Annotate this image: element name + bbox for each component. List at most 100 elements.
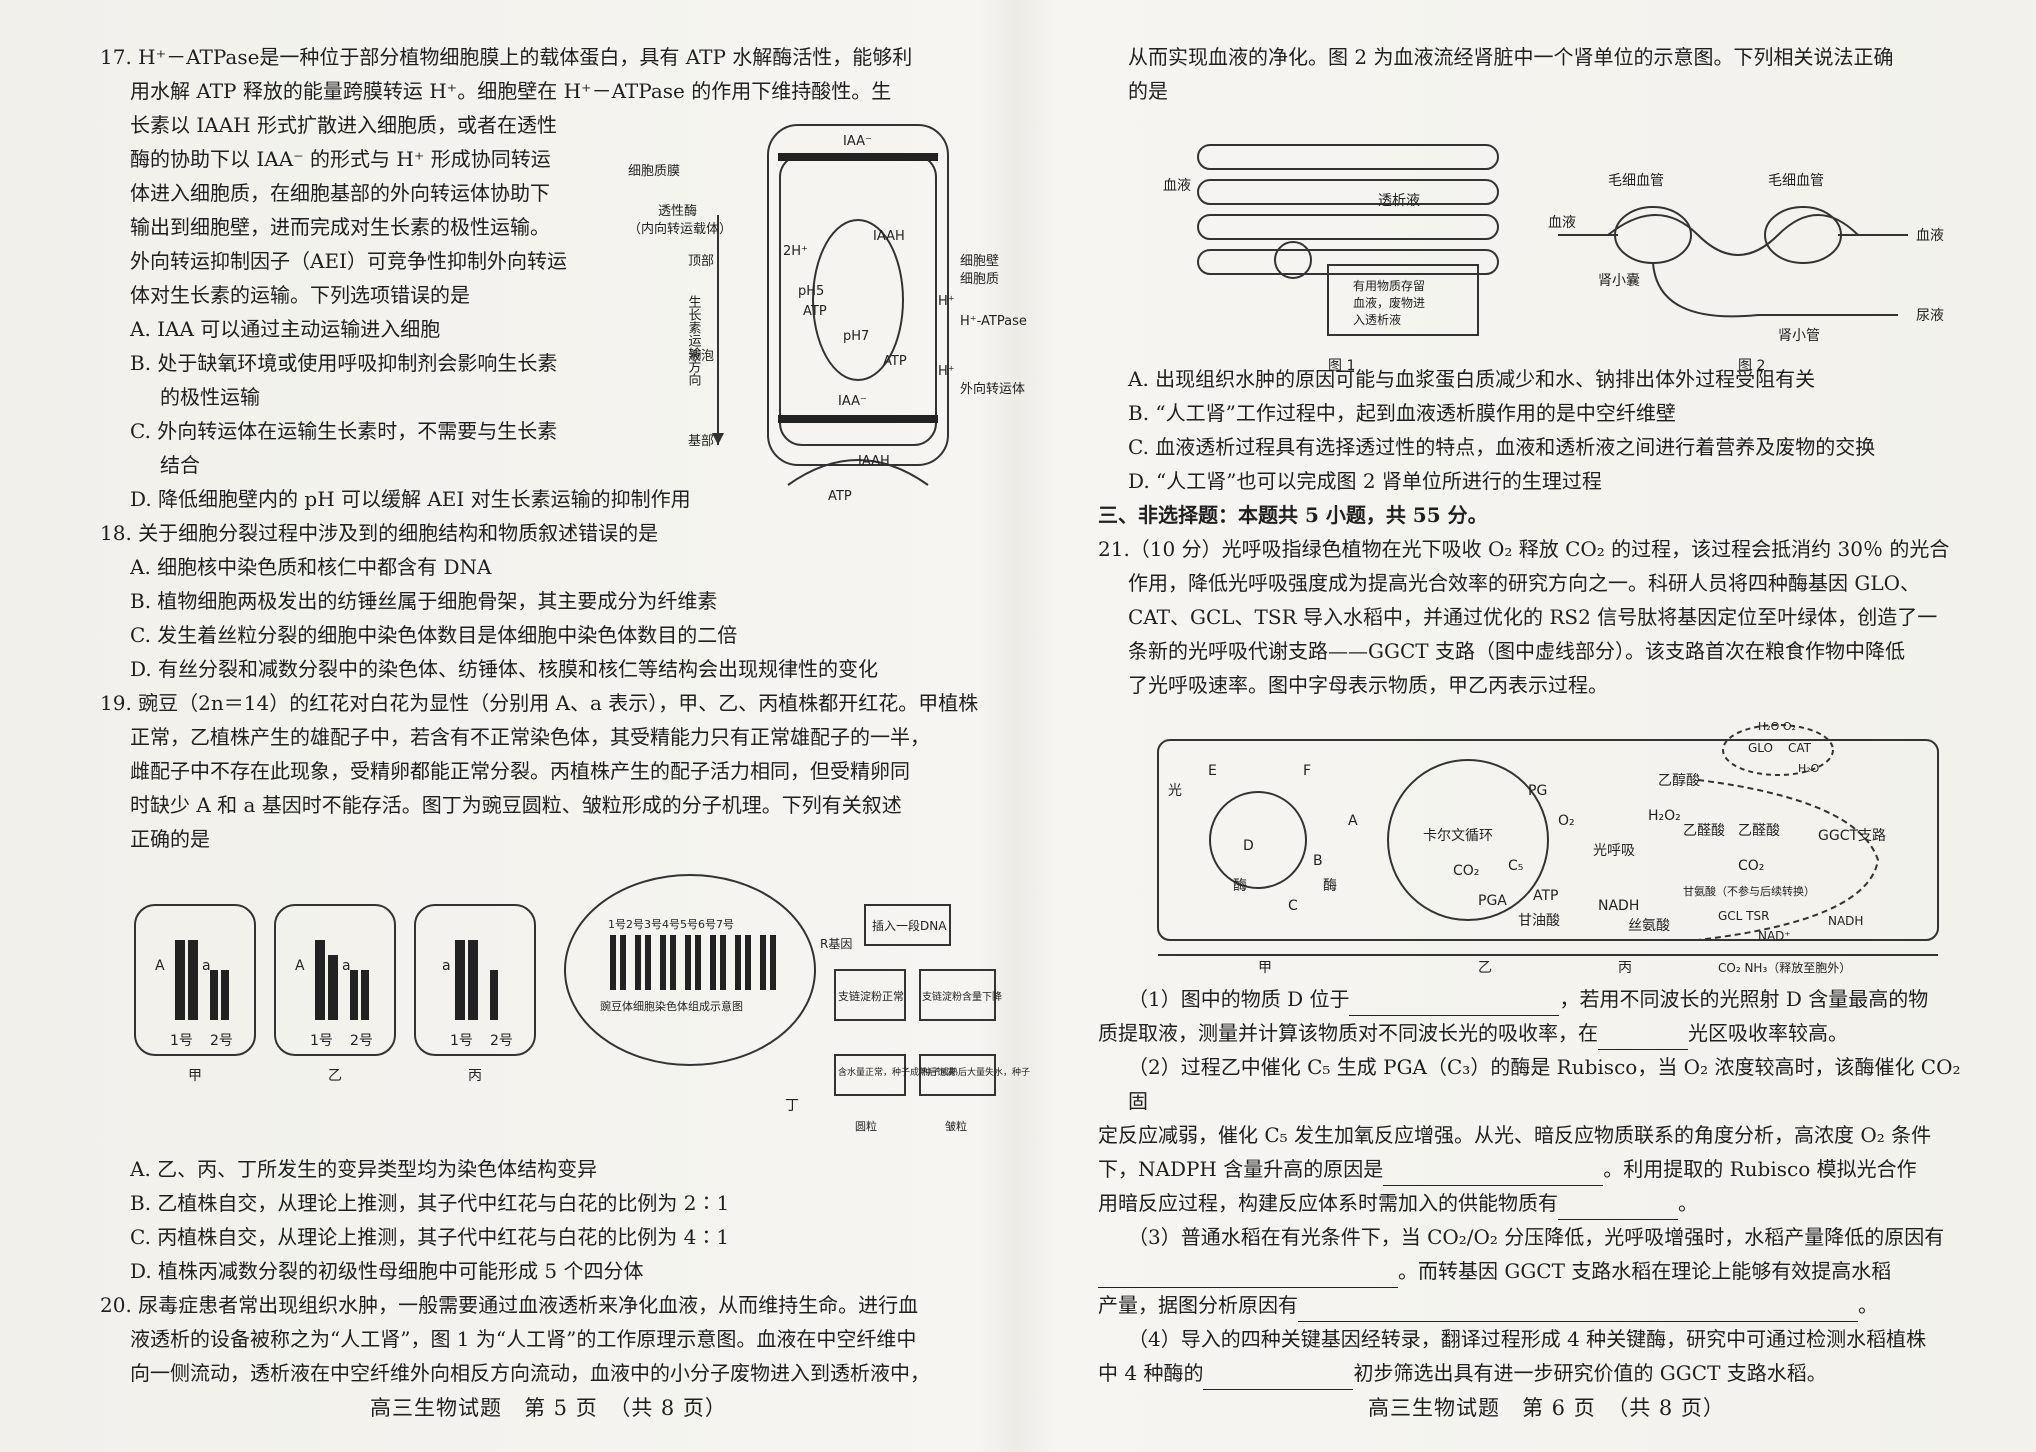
label-permease: 透性酶 — [658, 203, 697, 219]
chrom-1: 1号 — [450, 1033, 473, 1049]
q21-p1-line1: （1）图中的物质 D 位于，若用不同波长的光照射 D 含量最高的物 — [1098, 982, 1978, 1016]
allele-a-upper: A — [295, 958, 305, 974]
label-co2: CO₂ — [1453, 863, 1479, 879]
chrom-caption: 豌豆体细胞染色体组成示意图 — [600, 999, 743, 1013]
q17-option: C. 外向转运体在运输生长素时，不需要与生长素 — [130, 419, 558, 443]
panel-label-ding: 丁 — [785, 1098, 799, 1114]
fig2-capsule: 肾小囊 — [1598, 272, 1640, 289]
answer-blank[interactable] — [1298, 1321, 1858, 1322]
q21-p2-line2: 定反应减弱，催化 C₅ 发生加氧反应增强。从光、暗反应物质联系的角度分析，高浓度… — [1098, 1123, 1932, 1147]
q18-option: D. 有丝分裂和减数分裂中的染色体、纺锤体、核膜和核仁等结构会出现规律性的变化 — [130, 657, 879, 681]
chrom-1: 1号 — [170, 1033, 193, 1049]
label-pga: PGA — [1478, 893, 1507, 909]
answer-blank[interactable] — [1098, 1287, 1398, 1288]
fig2-blood-in: 血液 — [1548, 215, 1576, 231]
q21-p3-line2: 。而转基因 GGCT 支路水稻在理论上能够有效提高水稻 — [1098, 1254, 1978, 1288]
panel-label-bing: 丙 — [468, 1068, 482, 1084]
fig1-box-line2: 血液，废物进 — [1353, 295, 1425, 310]
photorespiration-figure: 光 E F D A B C 酶 酶 卡尔文循环 PG O₂ CO₂ C₅ PGA… — [1157, 720, 1939, 976]
q18-option: C. 发生着丝粒分裂的细胞中染色体数目是体细胞中染色体数目的二倍 — [130, 623, 738, 647]
q19-option: B. 乙植株自交，从理论上推测，其子代中红花与白花的比例为 2∶1 — [130, 1191, 730, 1215]
label-basal: 基部 — [688, 434, 714, 449]
q21-subquestions: （1）图中的物质 D 位于，若用不同波长的光照射 D 含量最高的物 质提取液，测… — [1098, 982, 1978, 1390]
allele-a-lower: a — [342, 958, 351, 974]
label-cytoplasm: 细胞质 — [960, 272, 999, 287]
q19-line: 时缺少 A 和 a 基因时不能存活。图丁为豌豆圆粒、皱粒形成的分子机理。下列有关… — [130, 793, 902, 817]
q17-line: 酶的协助下以 IAA⁻ 的形式与 H⁺ 形成协同转运 — [130, 147, 551, 171]
question-18: 18. 关于细胞分裂过程中涉及到的细胞结构和物质叙述错误的是 A. 细胞核中染色… — [100, 516, 980, 686]
section-3-title: 三、非选择题：本题共 5 小题，共 55 分。 — [1098, 503, 1488, 527]
dialysis-kidney-figures: 血液 透析液 有用物质存留 血液，废物进 入透析液 图 1 毛细血管 毛细血管 … — [1163, 144, 1944, 374]
label-h2o2: H₂O₂ — [1648, 808, 1681, 824]
label-auxin-direction: 生长素运输方向 — [686, 295, 702, 386]
q17-option: B. 处于缺氧环境或使用呼吸抑制剂会影响生长素 — [130, 351, 558, 375]
fig2-capillary-1: 毛细血管 — [1608, 173, 1664, 189]
q21-line: 作用，降低光呼吸强度成为提高光合效率的研究方向之一。科研人员将四种酶基因 GLO… — [1128, 571, 1921, 595]
answer-blank[interactable] — [1349, 1015, 1560, 1016]
q21-p4-line2: 中 4 种酶的初步筛选出具有进一步研究价值的 GGCT 支路水稻。 — [1098, 1356, 1978, 1390]
water-loss: 种子成熟后大量失水，种子皱缩 — [922, 1066, 1030, 1078]
label-C: C — [1288, 898, 1298, 914]
label-atp-2: ATP — [883, 354, 907, 369]
q21-line: 21.（10 分）光呼吸指绿色植物在光下吸收 O₂ 释放 CO₂ 的过程，该过程… — [1098, 537, 1950, 561]
label-iaah-2: IAAH — [858, 454, 890, 469]
q19-option: C. 丙植株自交，从理论上推测，其子代中红花与白花的比例为 4∶1 — [130, 1225, 730, 1249]
q19-option: D. 植株丙减数分裂的初级性母细胞中可能形成 5 个四分体 — [130, 1259, 644, 1283]
answer-blank[interactable] — [1203, 1389, 1354, 1390]
allele-a-lower: a — [202, 958, 211, 974]
q21-p3-line3: 产量，据图分析原因有。 — [1098, 1288, 1978, 1322]
fig2-caption: 图 2 — [1738, 358, 1765, 374]
label-A: A — [1348, 813, 1358, 829]
label-cell-membrane: 细胞质膜 — [628, 164, 680, 179]
label-influx-carrier: （内向转运载体） — [628, 221, 732, 237]
q21-line: 了光呼吸速率。图中字母表示物质，甲乙丙表示过程。 — [1128, 673, 1608, 697]
chrom-1: 1号 — [310, 1033, 333, 1049]
q17-line: 体进入细胞质，在细胞基部的外向转运体协助下 — [130, 181, 550, 205]
q17-option: A. IAA 可以通过主动运输进入细胞 — [130, 317, 441, 341]
fig2-blood-out: 血液 — [1916, 228, 1944, 244]
label-efflux-carrier: 外向转运体 — [960, 381, 1025, 397]
auxin-transport-diagram: 细胞质膜 透性酶 （内向转运载体） 顶部 液泡 基部 细胞壁 细胞质 H⁺-AT… — [628, 124, 1027, 504]
fig2-capillary-2: 毛细血管 — [1768, 173, 1824, 189]
insert-dna-label: 插入一段DNA — [872, 918, 947, 933]
label-enzyme-2: 酶 — [1323, 878, 1337, 894]
q20-option: C. 血液透析过程具有选择透过性的特点，血液和透析液之间进行着营养及废物的交换 — [1128, 435, 1876, 459]
branch-low: 支链淀粉含量下降 — [922, 990, 1002, 1003]
q19-line: 19. 豌豆（2n＝14）的红花对白花为显性（分别用 A、a 表示），甲、乙、丙… — [100, 691, 979, 715]
label-nadh: NADH — [1598, 898, 1639, 914]
q21-p1-line2: 质提取液，测量并计算该物质对不同波长光的吸收率，在光区吸收率较高。 — [1098, 1016, 1978, 1050]
label-D: D — [1243, 838, 1254, 854]
fig2-tubule: 肾小管 — [1778, 328, 1820, 344]
q21-p2-line1: （2）过程乙中催化 C₅ 生成 PGA（C₃）的酶是 Rubisco，当 O₂ … — [1128, 1055, 1961, 1113]
label-nadh-2: NADH — [1828, 914, 1863, 928]
answer-blank[interactable] — [1558, 1219, 1678, 1220]
label-F: F — [1303, 763, 1311, 779]
question-21-stem: 21.（10 分）光呼吸指绿色植物在光下吸收 O₂ 释放 CO₂ 的过程，该过程… — [1098, 532, 1978, 702]
r-gene-label: R基因 — [820, 937, 852, 951]
q20-options: A. 出现组织水肿的原因可能与血浆蛋白质减少和水、钠排出体外过程受阻有关 B. … — [1098, 362, 2008, 498]
q21-p2-line4: 用暗反应过程，构建反应体系时需加入的供能物质有。 — [1098, 1186, 1978, 1220]
pea-chromosome-figure: A a A a a 1号 2号 1号 2号 1号 2号 甲 乙 丙 丁 1号2号… — [134, 874, 1030, 1133]
question-20-start: 20. 尿毒症患者常出现组织水肿，一般需要通过血液透析来净化血液，从而维持生命。… — [100, 1288, 980, 1390]
fig1-box-line1: 有用物质存留 — [1353, 279, 1425, 293]
label-iaa-minus: IAA⁻ — [843, 134, 872, 149]
label-vacuole: 液泡 — [688, 349, 714, 364]
label-h2o: H₂O — [1798, 762, 1820, 775]
label-cell-wall: 细胞壁 — [960, 254, 999, 269]
answer-blank[interactable] — [1383, 1185, 1604, 1186]
answer-blank[interactable] — [1598, 1049, 1688, 1050]
label-h-2: H⁺ — [938, 364, 955, 379]
question-17-stem-narrow: 长素以 IAAH 形式扩散进入细胞质，或者在透性 酶的协助下以 IAA⁻ 的形式… — [100, 108, 580, 482]
label-light: 光 — [1168, 783, 1182, 799]
question-19-stem: 19. 豌豆（2n＝14）的红花对白花为显性（分别用 A、a 表示），甲、乙、丙… — [100, 686, 980, 856]
q21-line: 条新的光呼吸代谢支路——GGCT 支路（图中虚线部分）。该支路首次在粮食作物中降… — [1128, 639, 1905, 663]
label-nad: NAD⁺ — [1758, 929, 1791, 943]
q18-stem: 18. 关于细胞分裂过程中涉及到的细胞结构和物质叙述错误的是 — [100, 521, 659, 545]
q19-options: A. 乙、丙、丁所发生的变异类型均为染色体结构变异 B. 乙植株自交，从理论上推… — [100, 1152, 1010, 1288]
label-h2o-o2: H₂O O₂ — [1758, 720, 1796, 733]
q17-line: 外向转运抑制因子（AEI）可竞争性抑制外向转运 — [130, 249, 567, 273]
label-2h: 2H⁺ — [783, 244, 808, 259]
q20-option: A. 出现组织水肿的原因可能与血浆蛋白质减少和水、钠排出体外过程受阻有关 — [1128, 367, 1816, 391]
label-glycerate: 甘油酸 — [1518, 913, 1560, 929]
q20-line: 液透析的设备被称之为“人工肾”，图 1 为“人工肾”的工作原理示意图。血液在中空… — [130, 1327, 917, 1351]
